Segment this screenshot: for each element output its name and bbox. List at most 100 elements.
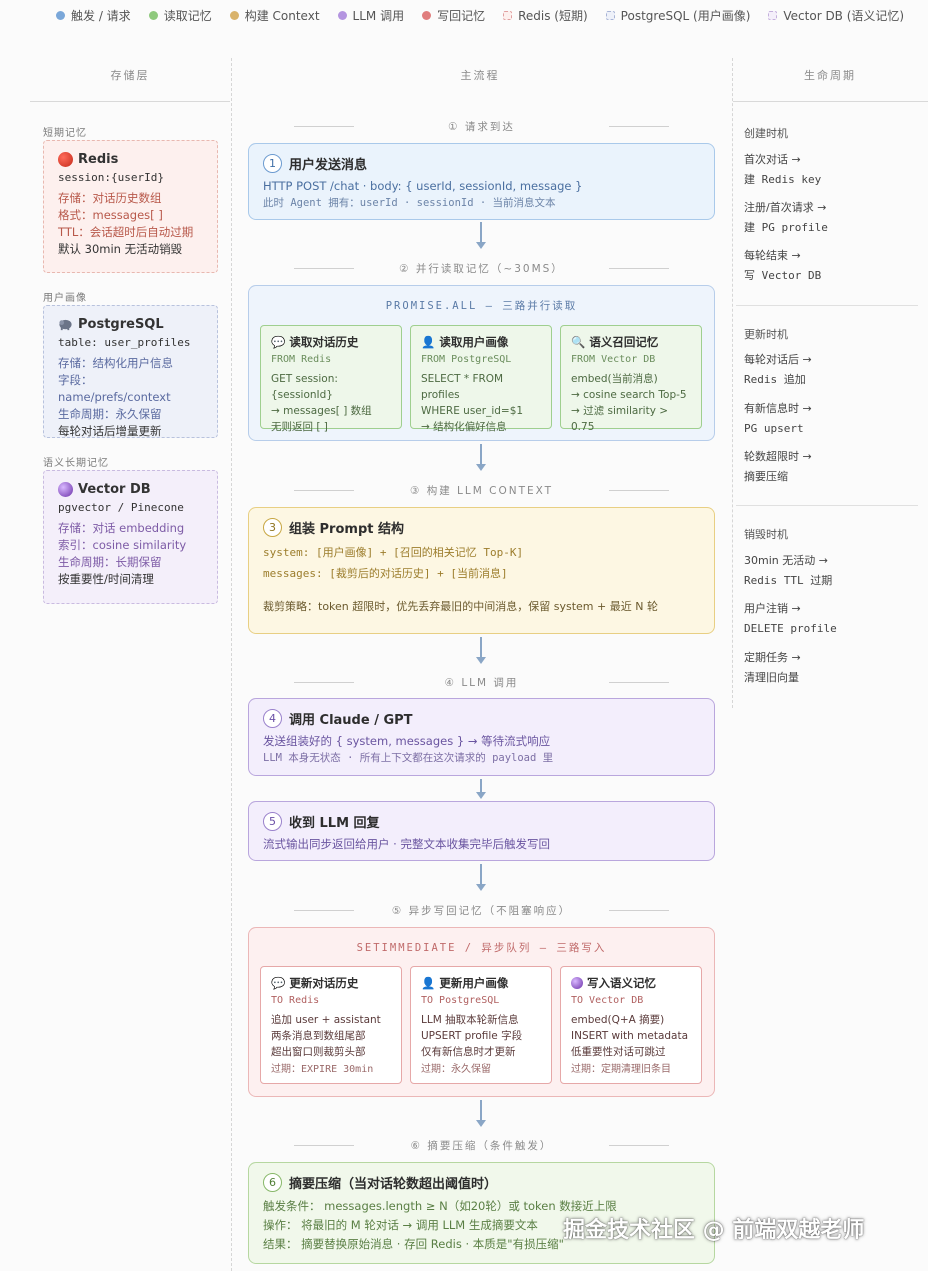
write-line: 两条消息到数组尾部	[271, 1030, 366, 1042]
redis-card: Redis session:{userId} 存储：对话历史数组 格式：mess…	[43, 140, 218, 273]
chat-icon: 💬	[271, 335, 286, 349]
section-rule	[294, 268, 354, 269]
write-expiry: 过期：定期清理旧条目	[571, 1064, 671, 1075]
read-semantic-card: 🔍语义召回记忆 FROM Vector DB embed(当前消息) → cos…	[560, 325, 702, 433]
vector-db-line: 存储：对话 embedding	[58, 521, 185, 535]
legend-item: Redis (短期)	[503, 7, 588, 24]
legend-dot-icon	[148, 10, 158, 20]
read-profile-card: 👤读取用户画像 FROM PostgreSQL SELECT * FROM pr…	[410, 325, 552, 433]
chat-icon: 💬	[271, 976, 286, 990]
vdb-section-label: 语义长期记忆	[43, 458, 109, 469]
redis-note: 默认 30min 无活动销毁	[58, 242, 183, 256]
redis-line: 存储：对话历史数组	[58, 191, 162, 205]
redis-line: 格式：messages[ ]	[58, 208, 163, 222]
search-icon: 🔍	[571, 335, 586, 349]
postgresql-line: 生命周期：永久保留	[58, 407, 162, 421]
read-source: FROM PostgreSQL	[421, 354, 512, 365]
watermark: 掘金技术社区 @ 前端双越老师	[563, 1218, 865, 1243]
legend-dot-icon	[56, 10, 65, 20]
lifecycle-item: 每轮对话后 →Redis 追加	[744, 353, 812, 386]
step-note: 此时 Agent 拥有：userId · sessionId · 当前消息文本	[263, 197, 556, 209]
write-line: 追加 user + assistant	[271, 1014, 381, 1026]
legend: 触发 / 请求 读取记忆 构建 Context LLM 调用 写回记忆 Redi…	[56, 7, 922, 23]
legend-item: Vector DB (语义记忆)	[768, 7, 904, 24]
read-line: SELECT * FROM profiles	[421, 373, 504, 401]
section-rule	[609, 268, 669, 269]
legend-dot-icon	[337, 10, 347, 20]
elephant-icon	[59, 319, 72, 331]
section-rule	[294, 490, 354, 491]
section-header: ① 请求到达	[248, 119, 715, 134]
read-source: FROM Vector DB	[571, 354, 656, 365]
step-number: 4	[263, 709, 282, 728]
step-title: 组装 Prompt 结构	[289, 522, 404, 537]
lifecycle-item: 有新信息时 →PG upsert	[744, 402, 812, 435]
step-detail: 流式输出同步返回给用户 · 完整文本收集完毕后触发写回	[263, 837, 550, 851]
lifecycle-header-rule	[733, 101, 928, 102]
column-divider-right	[732, 58, 733, 708]
red-circle-icon	[58, 152, 73, 167]
section-rule	[609, 1145, 669, 1146]
column-header-main: 主流程	[460, 69, 500, 82]
vector-db-provider: pgvector / Pinecone	[58, 501, 184, 514]
step-number: 5	[263, 812, 282, 831]
section-rule	[294, 1145, 354, 1146]
write-line: LLM 抽取本轮新信息	[421, 1014, 519, 1026]
write-line: INSERT with metadata	[571, 1030, 689, 1042]
write-line: 低重要性对话可跳过	[571, 1046, 666, 1058]
section-rule	[609, 910, 669, 911]
redis-line: TTL：会话超时后自动过期	[58, 225, 194, 239]
section-header: ④ LLM 调用	[248, 675, 715, 690]
lifecycle-divider	[736, 305, 918, 306]
storage-header-rule	[30, 101, 230, 102]
step-note: LLM 本身无状态 · 所有上下文都在这次请求的 payload 里	[263, 752, 554, 764]
column-header-storage: 存储层	[110, 69, 150, 82]
step-note: 裁剪策略：token 超限时，优先丢弃最旧的中间消息，保留 system + 最…	[263, 600, 658, 613]
step-detail: messages: [裁剪后的对话历史] + [当前消息]	[263, 567, 508, 580]
write-semantic-card: 写入语义记忆 TO Vector DB embed(Q+A 摘要) INSERT…	[560, 966, 702, 1084]
vector-db-title: Vector DB	[58, 481, 203, 498]
step-title: 摘要压缩（当对话轮数超出阈值时）	[289, 1177, 498, 1192]
user-icon: 👤	[421, 976, 436, 990]
vector-db-card: Vector DB pgvector / Pinecone 存储：对话 embe…	[43, 470, 218, 604]
legend-square-icon	[605, 10, 615, 20]
lifecycle-create-title: 创建时机	[744, 127, 788, 140]
lifecycle-item: 轮数超限时 →摘要压缩	[744, 450, 812, 483]
postgresql-line: 存储：结构化用户信息	[58, 356, 173, 370]
column-header-lifecycle: 生命周期	[804, 69, 856, 82]
read-line: → cosine search Top-5	[571, 389, 687, 401]
step-number: 3	[263, 518, 282, 537]
step-detail: HTTP POST /chat · body: { userId, sessio…	[263, 179, 583, 193]
redis-title: Redis	[58, 151, 203, 168]
read-line: 无则返回 [ ]	[271, 421, 328, 433]
section-header: ② 并行读取记忆（~30MS）	[248, 261, 715, 276]
step-detail: 触发条件： messages.length ≥ N（如20轮）或 token 数…	[263, 1199, 617, 1213]
lifecycle-destroy-title: 销毁时机	[744, 528, 788, 541]
write-line: 超出窗口则裁剪头部	[271, 1046, 366, 1058]
lifecycle-item: 首次对话 →建 Redis key	[744, 153, 822, 186]
vector-db-line: 生命周期：长期保留	[58, 555, 162, 569]
postgresql-title: PostgreSQL	[58, 316, 203, 333]
write-target: TO PostgreSQL	[421, 995, 500, 1006]
read-line: → 过滤 similarity > 0.75	[571, 405, 669, 433]
orb-icon	[571, 977, 583, 989]
write-line: UPSERT profile 字段	[421, 1030, 523, 1042]
section-rule	[294, 682, 354, 683]
legend-item: 读取记忆	[148, 7, 212, 24]
lifecycle-item: 注册/首次请求 →建 PG profile	[744, 201, 828, 234]
legend-square-icon	[503, 10, 513, 20]
section-rule	[609, 682, 669, 683]
redis-key: session:{userId}	[58, 171, 164, 184]
section-rule	[609, 490, 669, 491]
write-history-card: 💬更新对话历史 TO Redis 追加 user + assistant 两条消…	[260, 966, 402, 1084]
step-number: 6	[263, 1173, 282, 1192]
read-line: GET session:{sessionId}	[271, 373, 338, 401]
lifecycle-item: 定期任务 →清理旧向量	[744, 651, 801, 684]
postgresql-line: 字段：name/prefs/context	[58, 373, 171, 404]
section-rule	[609, 126, 669, 127]
step-number: 1	[263, 154, 282, 173]
write-target: TO Vector DB	[571, 995, 644, 1006]
